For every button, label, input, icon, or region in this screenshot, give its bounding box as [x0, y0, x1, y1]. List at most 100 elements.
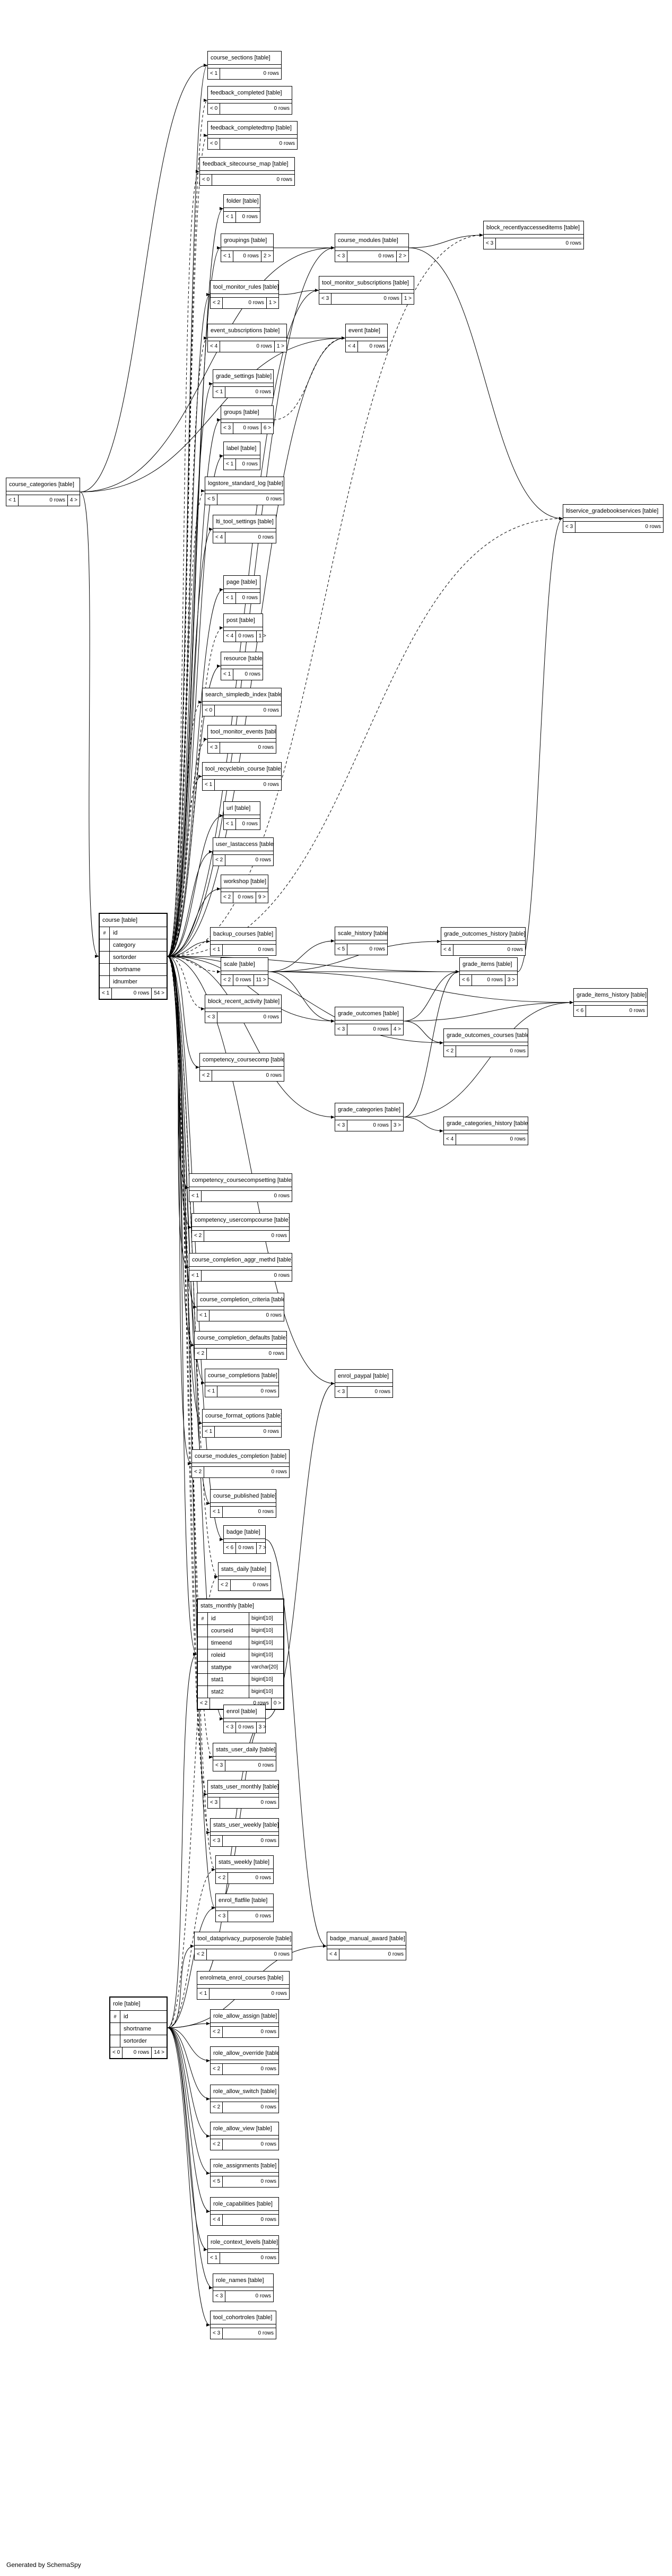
relationship-edge: [167, 815, 224, 957]
child-count: 1 >: [266, 298, 278, 308]
key-marker: [198, 1637, 208, 1649]
relationship-edge: [167, 294, 211, 957]
table-type-tag: [table]: [240, 445, 257, 452]
column-area: [203, 1423, 281, 1427]
table-title: badge_manual_award [table]: [327, 1932, 406, 1946]
table-node-grade-categories-history[interactable]: grade_categories_history [table]< 40 row…: [443, 1117, 528, 1145]
child-count: 14 >: [151, 2047, 167, 2058]
parent-count: < 4: [441, 945, 454, 955]
table-node-tool-monitor-events[interactable]: tool_monitor_events [table]< 30 rows: [207, 725, 276, 754]
table-type-tag: [table]: [277, 1177, 292, 1183]
table-type-tag: [table]: [254, 55, 270, 61]
table-node-competency-coursecomp[interactable]: competency_coursecomp [table]< 20 rows: [199, 1053, 284, 1082]
table-name: stats_user_weekly: [213, 1822, 261, 1828]
table-name: course: [102, 917, 120, 923]
relationship-arrowhead: [201, 489, 205, 492]
table-type-tag: [table]: [124, 2001, 141, 2007]
table-node-grade-outcomes-courses[interactable]: grade_outcomes_courses [table]< 20 rows: [443, 1028, 528, 1057]
table-title: role [table]: [110, 1998, 167, 2011]
parent-count: < 2: [221, 975, 234, 986]
column-type: bigint[10]: [249, 1686, 283, 1698]
table-node-scale-history[interactable]: scale_history [table]< 50 rows: [335, 927, 388, 955]
table-node-role-allow-override[interactable]: role_allow_override [table]< 20 rows: [210, 2046, 279, 2075]
table-name: url: [226, 805, 233, 811]
row-count: 0 rows: [263, 1429, 279, 1434]
table-title: role_allow_assign [table]: [211, 2010, 278, 2023]
column-area: [335, 1117, 403, 1120]
table-node-course-completion-criteria[interactable]: course_completion_criteria [table]< 10 r…: [197, 1293, 284, 1321]
row-count: 0 rows: [266, 1073, 282, 1078]
table-type-tag: [table]: [373, 930, 387, 937]
relationship-edge: [167, 956, 444, 1043]
parent-count: < 5: [335, 944, 348, 955]
relationship-arrowhead: [206, 2323, 210, 2327]
table-node-search-simpledb-index[interactable]: search_simpledb_index [table]< 00 rows: [202, 688, 282, 716]
table-node-user-lastaccess[interactable]: user_lastaccess [table]< 20 rows: [213, 837, 274, 866]
